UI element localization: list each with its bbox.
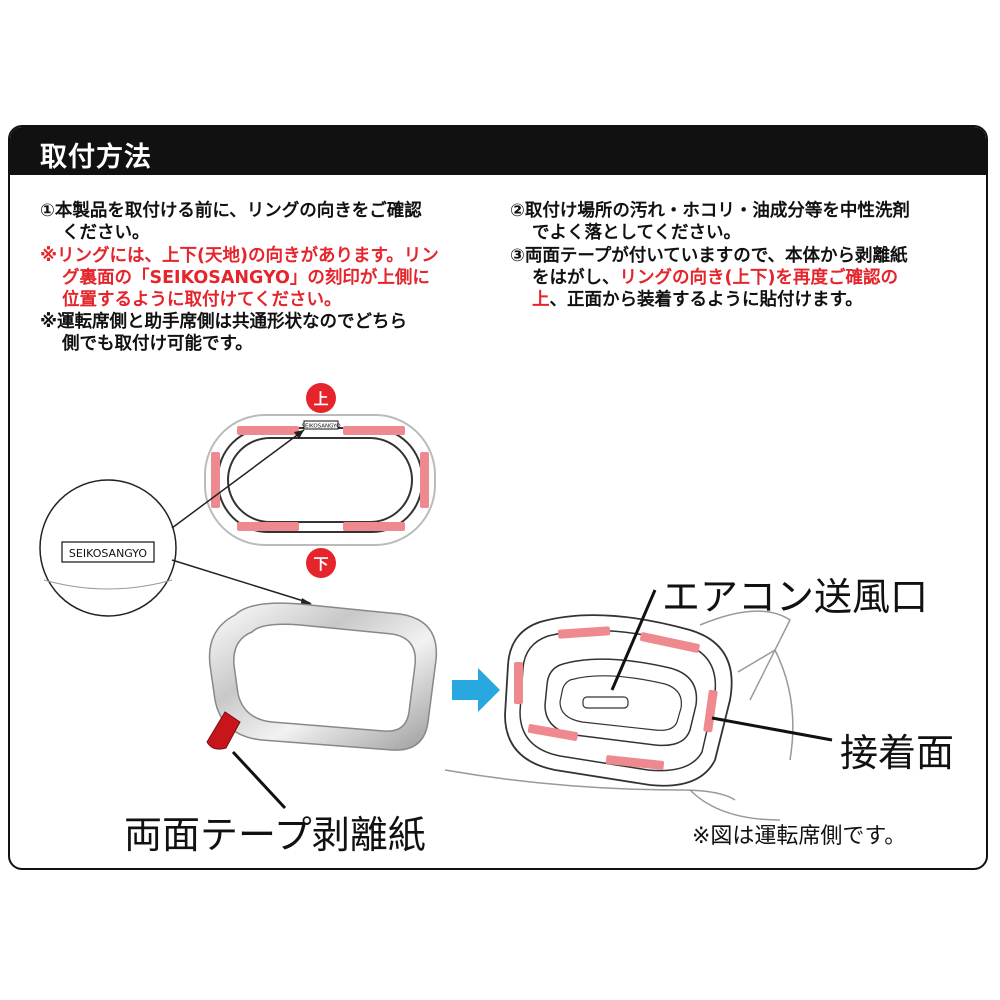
direction-arrow — [452, 668, 500, 712]
right-instruction-5b: 、正面から装着するように貼付けます。 — [549, 290, 863, 310]
tape-segments-installed — [514, 626, 718, 770]
left-warning-3: 位置するように取付けてください。 — [62, 290, 342, 310]
instruction-card: 取付方法 — [8, 125, 988, 870]
right-instruction-2: でよく落としてください。 — [532, 223, 741, 243]
right-instruction-4b: リングの向き(上下)を再度ご確認の — [619, 268, 899, 288]
top-badge-label: 上 — [313, 390, 328, 408]
left-instruction-2: ください。 — [62, 223, 150, 243]
header-title: 取付方法 — [40, 142, 152, 173]
release-paper-pointer — [231, 750, 287, 810]
top-badge: 上 — [306, 383, 336, 413]
adhesive-pointer — [711, 716, 833, 742]
label-adhesive: 接着面 — [840, 731, 955, 775]
zoom-pointer-line-2 — [171, 559, 311, 604]
vent-pointer — [610, 589, 657, 691]
left-warning-2: グ裏面の「SEIKOSANGYO」の刻印が上側に — [62, 268, 430, 288]
left-note-1: ※運転席側と助手席側は共通形状なのでどちら — [40, 312, 408, 332]
left-note-2: 側でも取付け可能です。 — [62, 334, 253, 354]
vent-area — [444, 610, 794, 821]
label-vent: エアコン送風口 — [662, 575, 929, 619]
zoom-pointer-line-1 — [171, 429, 305, 529]
left-warning-1: ※リングには、上下(天地)の向きがあります。リン — [40, 246, 439, 266]
bottom-badge-label: 下 — [313, 555, 328, 573]
ring-back-view: SEIKOSANGYO — [204, 414, 436, 546]
engraving-label-zoom: SEIKOSANGYO — [69, 547, 147, 560]
right-instruction-5a: 上 — [532, 290, 550, 310]
right-instruction-1: ②取付け場所の汚れ・ホコリ・油成分等を中性洗剤 — [510, 201, 910, 221]
diagram-note: ※図は運転席側です。 — [692, 824, 907, 849]
right-instruction-3: ③両面テープが付いていますので、本体から剥離紙 — [510, 246, 908, 266]
engraving-zoom: SEIKOSANGYO — [39, 479, 177, 617]
right-instruction-4: をはがし、リングの向き(上下)を再度ご確認の — [532, 267, 898, 290]
header-bar: 取付方法 — [10, 127, 986, 175]
right-instruction-4a: をはがし、 — [532, 268, 620, 288]
left-instruction-1: ①本製品を取付ける前に、リングの向きをご確認 — [40, 201, 422, 221]
label-release-paper: 両面テープ剥離紙 — [124, 813, 426, 857]
right-instruction-5: 上、正面から装着するように貼付けます。 — [532, 289, 863, 312]
engraving-label-small: SEIKOSANGYO — [301, 424, 341, 430]
silver-ring-product — [206, 602, 438, 751]
bottom-badge: 下 — [306, 548, 336, 578]
